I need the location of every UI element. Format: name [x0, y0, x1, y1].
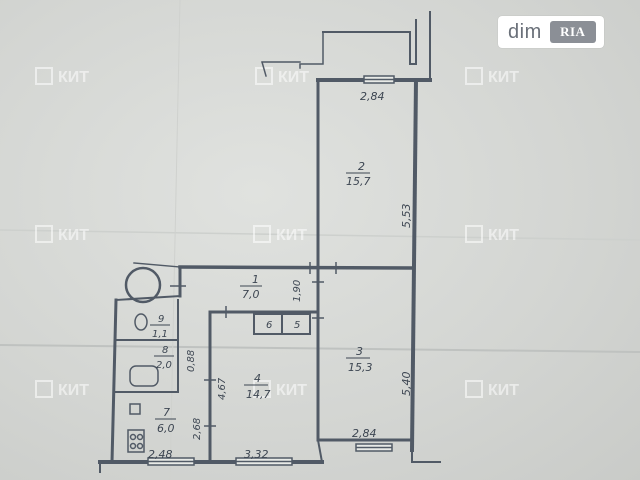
- paper-fold-line: [169, 0, 181, 480]
- logo-text: dim: [508, 20, 542, 43]
- dimension-label: 5,53: [400, 204, 413, 229]
- column-icon: [124, 266, 162, 304]
- room-area: 15,7: [346, 175, 371, 188]
- dimension-label: 2,48: [148, 448, 173, 461]
- room-labels: 1 7,0 2 15,7 3 15,3 4 14,7 7 6,0 8 2,0 9…: [150, 160, 373, 435]
- watermark-text: КИТ: [488, 382, 519, 399]
- room-area: 2,0: [156, 360, 172, 371]
- watermark-text: КИТ: [276, 382, 307, 399]
- watermark-text: КИТ: [58, 69, 89, 86]
- paper-fold-line: [0, 229, 640, 241]
- dimension-label: 4,67: [217, 377, 228, 400]
- watermark-text: КИТ: [58, 382, 89, 399]
- dimension-ticks: [170, 262, 337, 427]
- watermark-text: КИТ: [278, 69, 309, 86]
- dimria-logo[interactable]: dim RIA: [498, 16, 604, 48]
- room-area: 15,3: [348, 361, 373, 374]
- room-number: 3: [356, 345, 363, 358]
- sink-icon: [129, 403, 141, 415]
- room-number: 4: [254, 372, 261, 385]
- room-number: 7: [163, 406, 170, 419]
- room-area: 7,0: [242, 288, 260, 301]
- toilet-icon: [134, 313, 148, 331]
- dimension-labels: 2,84 5,53 5,40 2,84 3,32 2,48 4,67 2,68 …: [148, 90, 413, 461]
- dimension-label: 0,88: [186, 350, 197, 372]
- room-area: 6,0: [157, 422, 175, 435]
- fixtures: [124, 266, 162, 453]
- dimension-label: 2,84: [352, 427, 377, 440]
- room-number: 9: [158, 314, 164, 325]
- watermark-text: КИТ: [276, 227, 307, 244]
- watermark-text: КИТ: [488, 69, 519, 86]
- bathtub-icon: [129, 365, 159, 387]
- walls: [98, 11, 441, 473]
- windows: [147, 75, 395, 466]
- room-number: 8: [162, 345, 168, 356]
- dimension-label: 5,40: [400, 372, 413, 397]
- dimension-label: 2,84: [360, 90, 385, 103]
- dimension-label: 3,32: [244, 448, 269, 461]
- watermarks: КИТ КИТ КИТ КИТ КИТ КИТ КИТ КИТ КИТ: [35, 67, 519, 399]
- watermark-text: КИТ: [488, 227, 519, 244]
- watermark-text: КИТ: [58, 227, 89, 244]
- paper-fold-line: [0, 344, 640, 353]
- logo-badge: RIA: [549, 21, 596, 43]
- room-area: 1,1: [152, 329, 168, 340]
- dimension-label: 2,68: [192, 418, 203, 440]
- room-number: 1: [252, 273, 259, 286]
- room-number: 6: [266, 320, 272, 331]
- room-number: 2: [358, 160, 365, 173]
- stove-icon: [127, 429, 145, 453]
- room-number: 5: [294, 320, 300, 331]
- room-area: 14,7: [246, 388, 271, 401]
- dimension-label: 1,90: [292, 280, 303, 302]
